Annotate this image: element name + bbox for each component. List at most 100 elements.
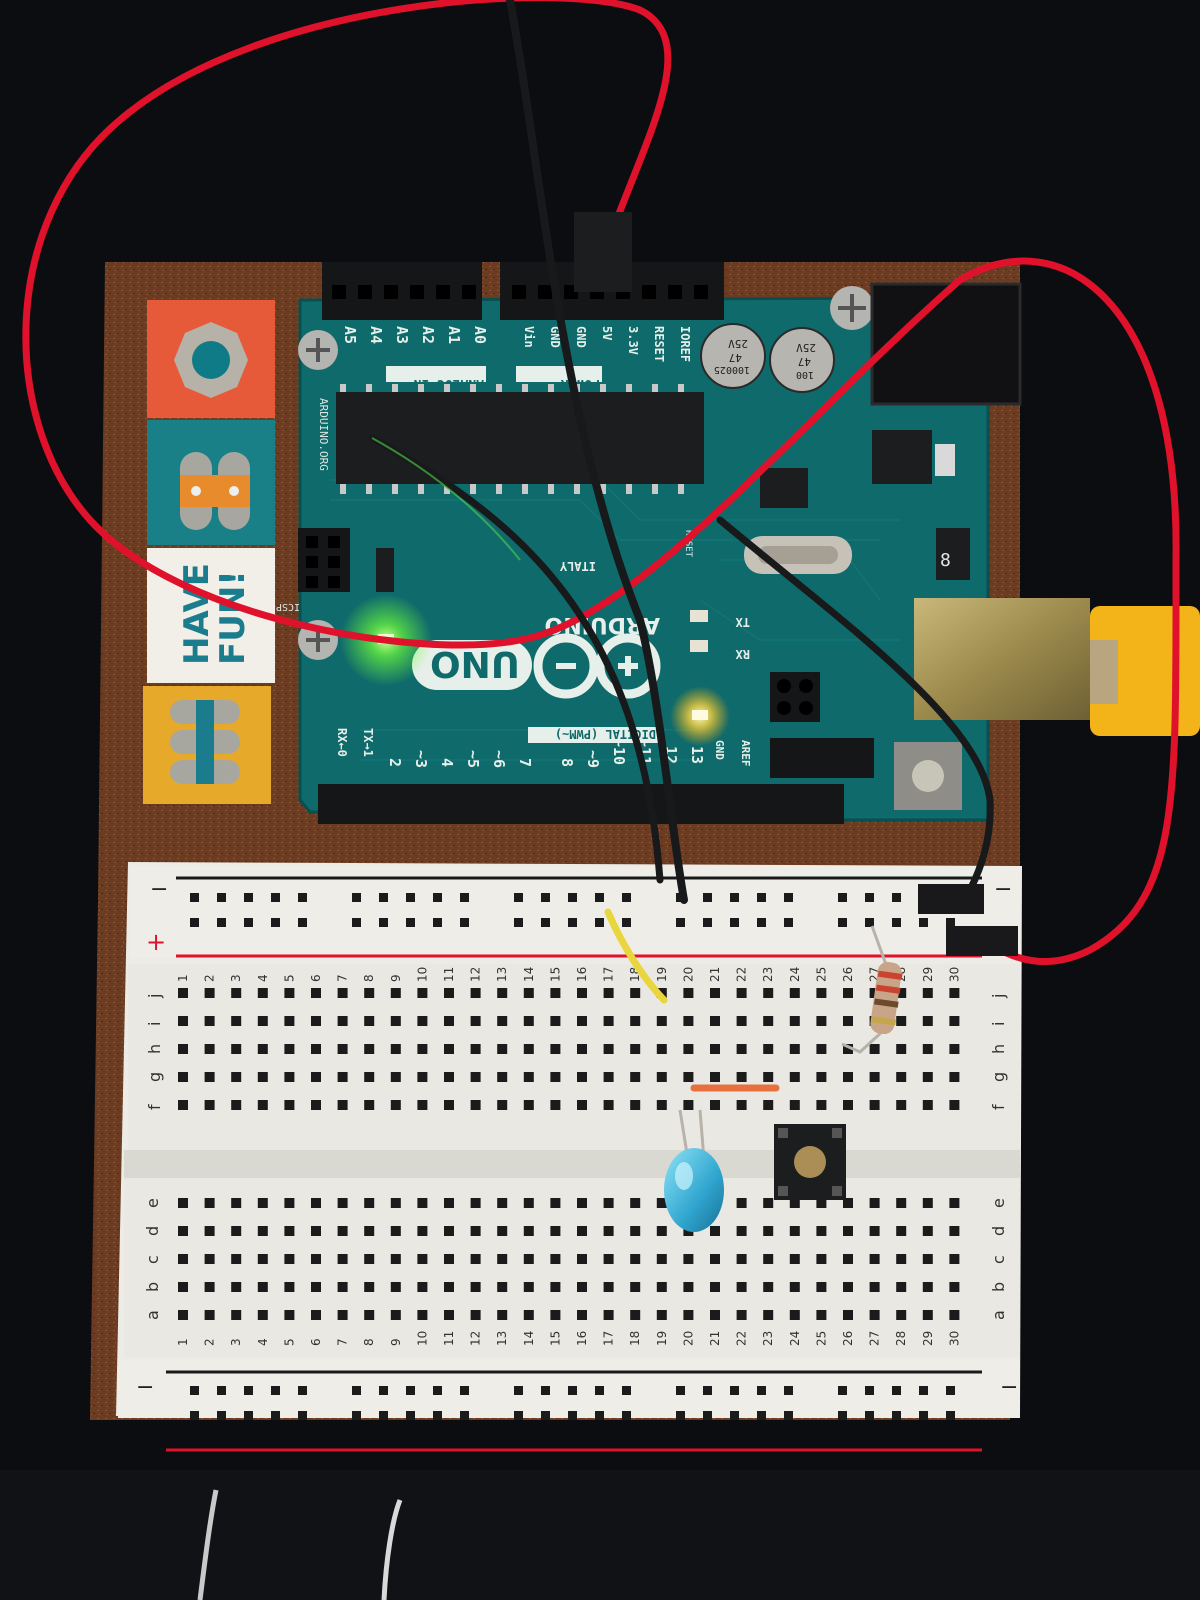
breadboard-hole[interactable] [710,1100,720,1110]
breadboard-hole[interactable] [364,1044,375,1054]
breadboard-hole[interactable] [390,988,401,998]
breadboard-hole[interactable] [630,1044,641,1054]
breadboard-hole[interactable] [922,1016,933,1026]
breadboard-hole[interactable] [190,1411,199,1420]
breadboard-hole[interactable] [231,1016,242,1026]
breadboard-hole[interactable] [703,918,712,927]
breadboard-hole[interactable] [550,1016,561,1026]
breadboard-hole[interactable] [568,1386,577,1395]
breadboard-hole[interactable] [364,1198,375,1208]
breadboard-hole[interactable] [869,1072,880,1082]
breadboard-hole[interactable] [869,1310,880,1320]
breadboard-hole[interactable] [470,988,481,998]
breadboard-hole[interactable] [630,1198,641,1208]
breadboard-hole[interactable] [683,1254,694,1264]
breadboard-hole[interactable] [843,1282,853,1292]
breadboard-hole[interactable] [523,1226,534,1236]
breadboard-hole[interactable] [603,988,614,998]
breadboard-hole[interactable] [231,1044,242,1054]
breadboard-hole[interactable] [311,1282,321,1292]
breadboard-hole[interactable] [603,1198,614,1208]
breadboard-hole[interactable] [444,1016,454,1026]
breadboard-hole[interactable] [284,988,295,998]
breadboard-hole[interactable] [497,1226,508,1236]
breadboard-hole[interactable] [838,1386,847,1395]
breadboard-hole[interactable] [603,1282,614,1292]
breadboard-hole[interactable] [757,1411,766,1420]
breadboard-hole[interactable] [577,1310,587,1320]
breadboard-hole[interactable] [736,1226,747,1236]
breadboard-hole[interactable] [470,1100,481,1110]
breadboard-hole[interactable] [514,918,523,927]
breadboard-hole[interactable] [417,1310,428,1320]
breadboard-hole[interactable] [417,1226,428,1236]
breadboard-hole[interactable] [284,1226,295,1236]
breadboard-hole[interactable] [257,1254,268,1264]
breadboard-hole[interactable] [523,988,534,998]
breadboard-hole[interactable] [337,1100,348,1110]
breadboard-hole[interactable] [595,918,604,927]
breadboard-hole[interactable] [789,1254,800,1264]
breadboard-hole[interactable] [763,1072,774,1082]
breadboard-hole[interactable] [497,1282,508,1292]
breadboard-hole[interactable] [244,918,253,927]
breadboard-hole[interactable] [603,1100,614,1110]
breadboard-hole[interactable] [178,1198,188,1208]
breadboard-hole[interactable] [595,1411,604,1420]
breadboard-hole[interactable] [550,1198,561,1208]
breadboard-hole[interactable] [190,1386,199,1395]
breadboard-hole[interactable] [406,1386,415,1395]
breadboard-hole[interactable] [497,1198,508,1208]
breadboard-hole[interactable] [470,1254,481,1264]
breadboard-hole[interactable] [869,1044,880,1054]
breadboard-hole[interactable] [231,1226,242,1236]
breadboard-hole[interactable] [550,1100,561,1110]
breadboard-hole[interactable] [922,1310,933,1320]
breadboard-hole[interactable] [816,1226,827,1236]
breadboard-hole[interactable] [470,1044,481,1054]
breadboard-hole[interactable] [922,1198,933,1208]
breadboard-hole[interactable] [497,1310,508,1320]
breadboard-hole[interactable] [683,1100,694,1110]
breadboard-hole[interactable] [364,1016,375,1026]
breadboard-hole[interactable] [869,1226,880,1236]
breadboard-hole[interactable] [577,988,587,998]
breadboard-hole[interactable] [470,1016,481,1026]
breadboard-hole[interactable] [763,1016,774,1026]
breadboard-hole[interactable] [703,1386,712,1395]
breadboard-hole[interactable] [896,1016,907,1026]
breadboard-hole[interactable] [523,1016,534,1026]
breadboard-hole[interactable] [710,1072,720,1082]
breadboard-hole[interactable] [178,1282,188,1292]
breadboard-hole[interactable] [231,988,242,998]
breadboard-hole[interactable] [390,1100,401,1110]
breadboard-hole[interactable] [271,918,280,927]
breadboard-hole[interactable] [710,988,720,998]
breadboard-hole[interactable] [949,1044,960,1054]
breadboard-hole[interactable] [433,918,442,927]
breadboard-hole[interactable] [896,1044,907,1054]
breadboard-hole[interactable] [577,1282,587,1292]
breadboard-hole[interactable] [257,1226,268,1236]
breadboard-hole[interactable] [683,1044,694,1054]
breadboard-hole[interactable] [497,1016,508,1026]
breadboard-hole[interactable] [257,1016,268,1026]
breadboard-hole[interactable] [460,1411,469,1420]
breadboard-hole[interactable] [271,893,280,902]
breadboard-hole[interactable] [444,988,454,998]
breadboard-hole[interactable] [736,1310,747,1320]
breadboard-hole[interactable] [577,1198,587,1208]
breadboard-hole[interactable] [550,1310,561,1320]
breadboard-hole[interactable] [838,1411,847,1420]
breadboard-hole[interactable] [444,1226,454,1236]
breadboard-hole[interactable] [869,1282,880,1292]
breadboard-hole[interactable] [257,1100,268,1110]
breadboard-hole[interactable] [523,1198,534,1208]
breadboard-hole[interactable] [816,1310,827,1320]
breadboard-hole[interactable] [630,1254,641,1264]
breadboard-hole[interactable] [736,1254,747,1264]
breadboard-hole[interactable] [736,1016,747,1026]
breadboard-hole[interactable] [843,1254,853,1264]
breadboard-hole[interactable] [838,918,847,927]
breadboard-hole[interactable] [231,1198,242,1208]
